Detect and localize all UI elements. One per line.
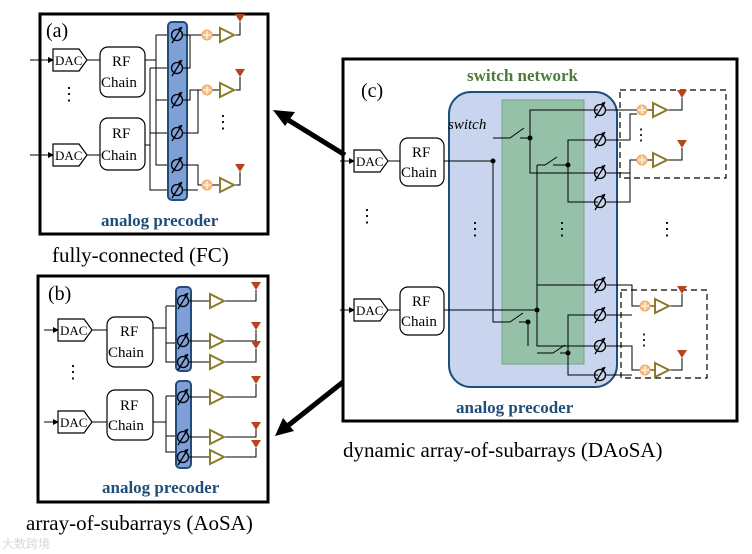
adder-icon [639, 364, 651, 376]
subarray-group-box [620, 289, 708, 379]
chain-label: Chain [401, 165, 437, 181]
arrow-head-icon [275, 418, 294, 436]
rf-chain-block [399, 137, 445, 187]
precoder-label: analog precoder [101, 211, 219, 230]
chain-label: Chain [401, 314, 437, 330]
panel-aosa-caption: array-of-subarrays (AoSA) [26, 511, 253, 535]
dac-label: DAC [60, 323, 87, 338]
panel-fc-frame [38, 12, 270, 236]
panel-aosa-frame [36, 274, 270, 504]
analog-precoder-subarray [175, 286, 192, 372]
arrow-to-aosa [283, 380, 345, 430]
watermark: 大数跨境 [2, 537, 51, 551]
ellipsis-icon: ⋮ [633, 127, 649, 144]
ellipsis-icon: ⋮ [658, 219, 676, 239]
ellipsis-icon: ⋮ [358, 206, 376, 226]
switch-label: switch [448, 117, 486, 133]
ellipsis-icon: ⋮ [636, 332, 652, 349]
chain-label: Chain [108, 345, 144, 361]
rf-label: RF [112, 54, 130, 70]
rf-chain-block [99, 117, 146, 171]
precoder-label: analog precoder [456, 398, 574, 417]
rf-chain-block [399, 286, 445, 336]
adder-icon [636, 104, 648, 116]
rf-chain-block [99, 46, 146, 98]
switch-network-region [501, 99, 585, 365]
adder-icon [201, 179, 213, 191]
rf-label: RF [112, 126, 130, 142]
adder-icon [639, 300, 651, 312]
chain-label: Chain [108, 418, 144, 434]
ellipsis-icon: ⋮ [214, 112, 232, 132]
switch-network-label: switch network [467, 66, 579, 85]
panel-fc: (a) DAC RF Chain ⋮ DAC RF Chain [30, 12, 270, 267]
panel-daosa-label: (c) [361, 80, 383, 102]
dac-label: DAC [55, 148, 82, 163]
subarray-group-box [619, 89, 727, 179]
arrow-head-icon [273, 110, 295, 126]
panel-fc-caption: fully-connected (FC) [52, 243, 229, 267]
ellipsis-icon: ⋮ [64, 362, 82, 382]
chain-label: Chain [101, 75, 137, 91]
ellipsis-icon: ⋮ [60, 84, 78, 104]
adder-icon [201, 84, 213, 96]
rf-label: RF [120, 324, 138, 340]
panel-fc-label: (a) [46, 20, 68, 42]
pointer-arrows [273, 110, 347, 436]
dac-label: DAC [55, 53, 82, 68]
rf-label: RF [412, 145, 430, 161]
rf-label: RF [412, 294, 430, 310]
rf-label: RF [120, 398, 138, 414]
panel-daosa: (c) switch network switch DAC RF Chain ⋮… [340, 57, 739, 462]
panel-aosa: (b) DAC RF Chain ⋮ DAC RF Chain [26, 274, 270, 535]
adder-icon [201, 29, 213, 41]
chain-label: Chain [101, 148, 137, 164]
dac-label: DAC [60, 415, 87, 430]
panel-aosa-label: (b) [48, 283, 71, 305]
panel-daosa-caption: dynamic array-of-subarrays (DAoSA) [343, 438, 663, 462]
precoder-label: analog precoder [102, 478, 220, 497]
dac-label: DAC [356, 303, 383, 318]
arrow-to-fc [283, 115, 347, 158]
ellipsis-icon: ⋮ [466, 219, 484, 239]
adder-icon [636, 154, 648, 166]
dac-label: DAC [356, 154, 383, 169]
ellipsis-icon: ⋮ [553, 219, 571, 239]
rf-chain-block [106, 316, 154, 368]
analog-precoder-bar [167, 21, 188, 201]
rf-chain-block [106, 389, 154, 441]
